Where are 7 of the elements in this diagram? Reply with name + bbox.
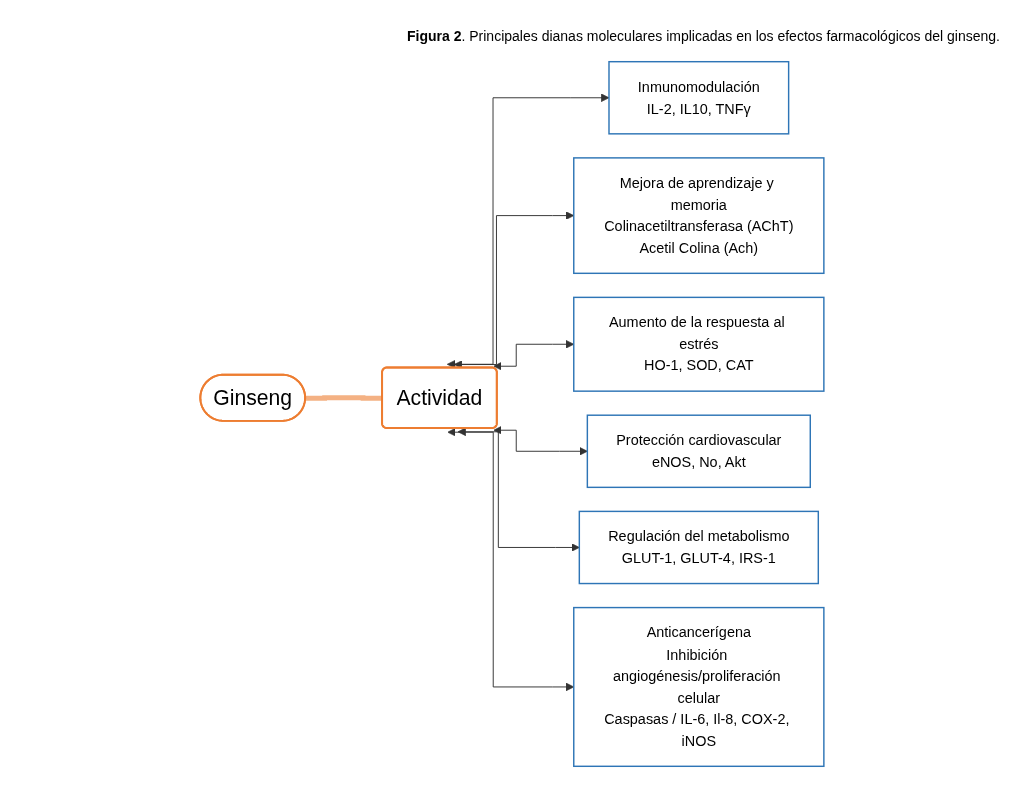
node-box: Mejora de aprendizaje y memoria Colinacetiltransferasa (AChT) Acetil Colina (Ach)	[572, 157, 825, 275]
node-box: Inmunomodulación IL-2, IL10, TNFγ	[608, 61, 790, 135]
node-box: Aumento de la respuesta al estrés HO-1, SOD, CAT	[572, 296, 825, 392]
node-box: Regulación del metabolismo GLUT-1, GLUT-4, IRS-1	[578, 510, 819, 585]
node-box: Anticancerígena Inhibición angiogénesis/proliferación celular Caspasas / IL-6, Il-8, COX-2, iNOS	[572, 606, 825, 767]
node-box: Protección cardiovascular eNOS, No, Akt	[586, 414, 811, 489]
figure-caption: Figura 2. Principales dianas moleculares implicadas en los efectos farmacológicos del ginseng.	[406, 27, 1001, 46]
